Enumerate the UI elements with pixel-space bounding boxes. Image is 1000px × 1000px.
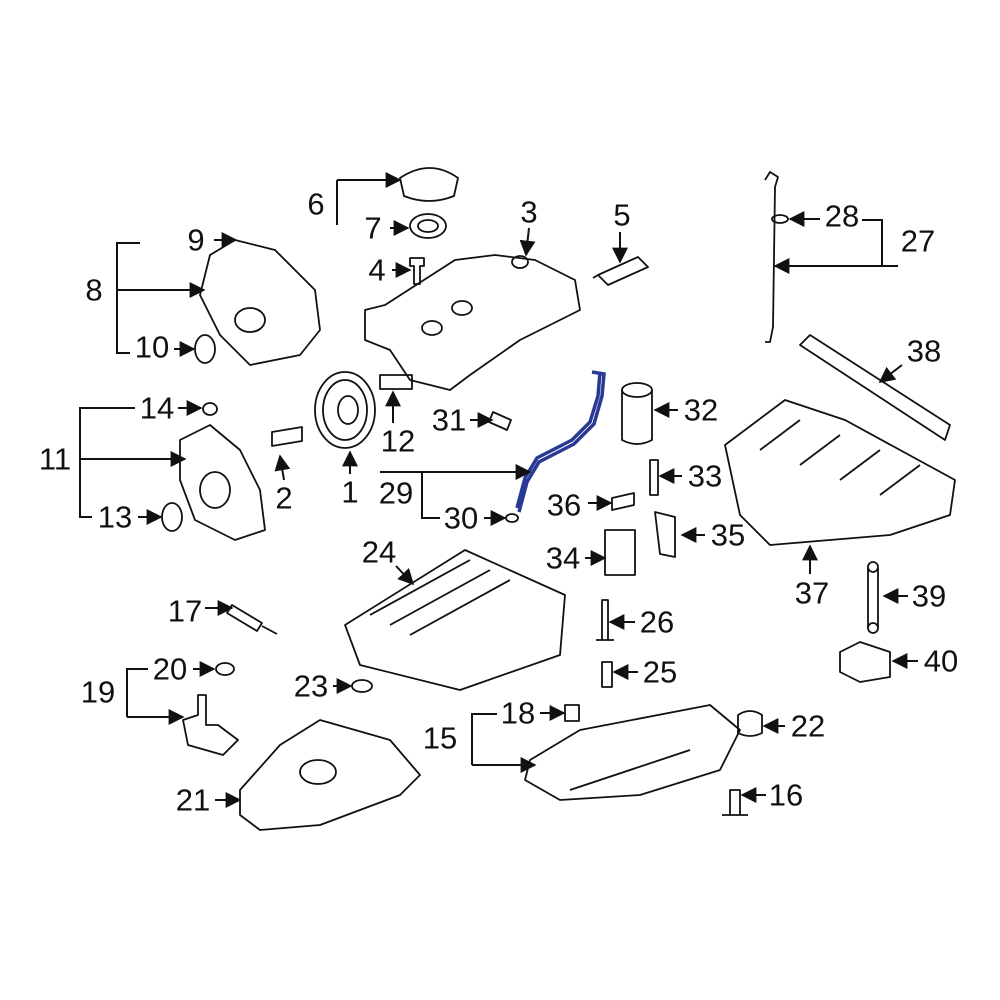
callout-8[interactable]: 8 (85, 272, 103, 308)
link-39 (867, 568, 879, 628)
manifold-gasket (799, 334, 951, 441)
callout-6[interactable]: 6 (307, 186, 325, 222)
valve-cover (364, 254, 581, 391)
callout-30[interactable]: 30 (443, 500, 479, 536)
callout-12[interactable]: 12 (380, 423, 416, 459)
o-ring-30 (505, 513, 519, 523)
crankshaft-pulley (314, 371, 376, 449)
callout-10[interactable]: 10 (134, 329, 170, 365)
callout-18[interactable]: 18 (500, 695, 536, 731)
seal-13 (161, 502, 183, 532)
callout-11[interactable]: 11 (38, 441, 72, 477)
callout-14[interactable]: 14 (139, 390, 175, 426)
oil-cooler (604, 529, 636, 576)
bolt-26 (596, 599, 614, 641)
callout-27[interactable]: 27 (900, 223, 936, 259)
drain-plug-18 (564, 704, 580, 722)
sensor-40 (839, 641, 891, 683)
callout-39[interactable]: 39 (911, 578, 947, 614)
oil-pan (524, 704, 741, 801)
callout-1[interactable]: 1 (341, 474, 359, 510)
callout-2[interactable]: 2 (275, 480, 293, 516)
leader-lines (79, 172, 918, 808)
callout-24[interactable]: 24 (361, 534, 397, 570)
callout-15[interactable]: 15 (422, 720, 458, 756)
o-ring-28 (771, 214, 789, 224)
bolt-25 (601, 661, 613, 688)
upper-oil-pan (239, 719, 421, 831)
seal-10 (194, 334, 216, 364)
callout-38[interactable]: 38 (906, 333, 942, 369)
oil-level-sensor (182, 694, 239, 756)
callout-22[interactable]: 22 (790, 708, 826, 744)
callout-7[interactable]: 7 (364, 210, 382, 246)
callout-20[interactable]: 20 (152, 651, 188, 687)
callout-13[interactable]: 13 (97, 499, 133, 535)
bolt-36 (611, 492, 635, 511)
callout-29[interactable]: 29 (378, 475, 414, 511)
callout-4[interactable]: 4 (368, 252, 386, 288)
callout-40[interactable]: 40 (923, 643, 959, 679)
callout-17[interactable]: 17 (167, 593, 203, 629)
bolt-12 (379, 374, 413, 390)
callout-5[interactable]: 5 (613, 197, 631, 233)
timing-cover-lower (179, 424, 266, 541)
timing-cover-upper (199, 239, 321, 366)
sensor-33 (649, 459, 659, 496)
callout-31[interactable]: 31 (431, 402, 467, 438)
fitting-31 (488, 411, 512, 431)
part-outlines (161, 167, 956, 831)
cap-seal (409, 213, 447, 239)
callout-21[interactable]: 21 (175, 782, 211, 818)
callout-19[interactable]: 19 (80, 674, 116, 710)
o-ring-23 (351, 679, 373, 693)
sealant-tube-17 (226, 604, 278, 635)
callout-34[interactable]: 34 (545, 540, 581, 576)
callout-9[interactable]: 9 (187, 222, 205, 258)
callout-35[interactable]: 35 (710, 517, 746, 553)
seal-14 (202, 402, 218, 416)
callout-16[interactable]: 16 (768, 777, 804, 813)
o-ring-20 (215, 662, 235, 676)
plug-22 (737, 710, 763, 737)
callout-32[interactable]: 32 (683, 392, 719, 428)
callout-33[interactable]: 33 (687, 458, 723, 494)
bolt-2 (271, 426, 303, 447)
callout-26[interactable]: 26 (639, 604, 675, 640)
callout-37[interactable]: 37 (794, 575, 830, 611)
bolt-4 (409, 257, 425, 285)
oil-filler-cap (399, 167, 459, 202)
bedplate (344, 549, 566, 691)
callout-28[interactable]: 28 (824, 198, 860, 234)
gasket-35 (654, 511, 676, 558)
bolt-16 (722, 789, 748, 816)
intake-manifold (724, 399, 956, 546)
callout-3[interactable]: 3 (520, 194, 538, 230)
dipstick (764, 171, 779, 343)
callout-25[interactable]: 25 (642, 654, 678, 690)
oil-filter (621, 390, 653, 445)
callout-36[interactable]: 36 (546, 487, 582, 523)
callout-23[interactable]: 23 (293, 668, 329, 704)
